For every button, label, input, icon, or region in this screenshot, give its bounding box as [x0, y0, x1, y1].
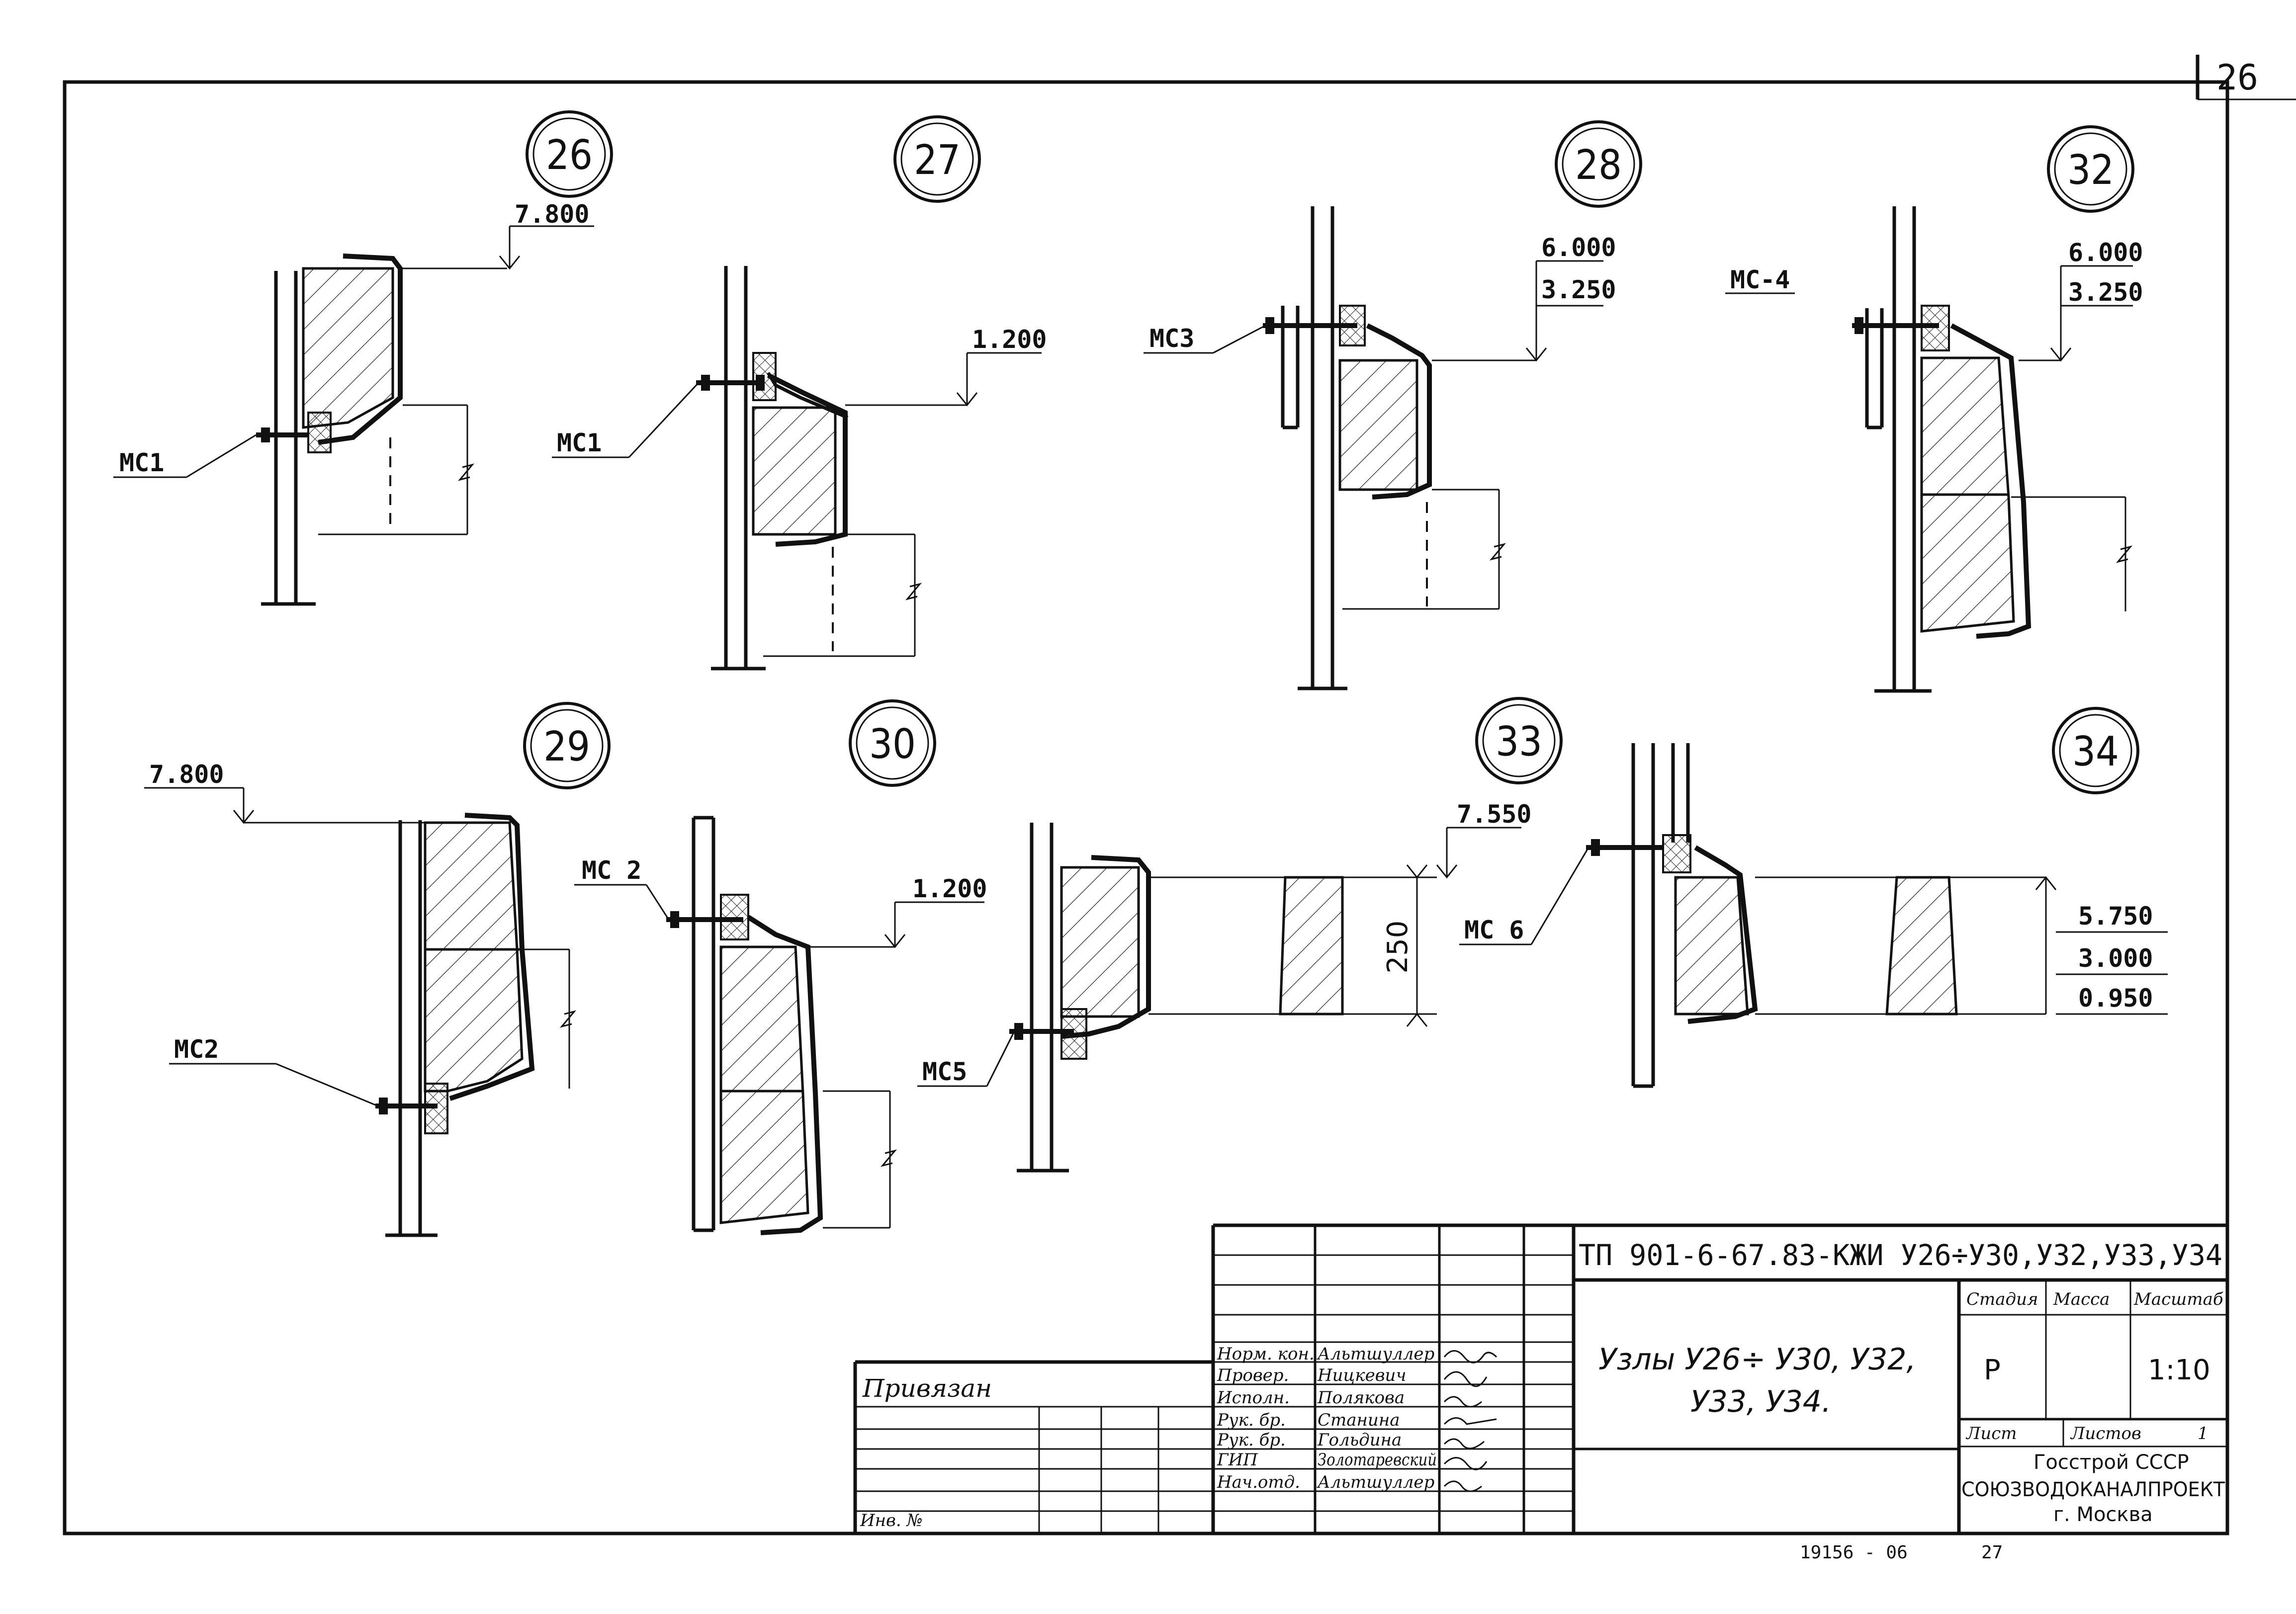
role-7: Нач.отд.: [1217, 1472, 1300, 1492]
level-34a: 5.750: [2078, 902, 2153, 931]
connector-32: МС-4: [1730, 265, 1790, 294]
stage-value: Р: [1984, 1354, 2001, 1386]
scale-value: 1:10: [2148, 1354, 2210, 1386]
page-number: 27: [1981, 1542, 2003, 1563]
org-line-1: Госстрой СССР: [2033, 1451, 2189, 1474]
level-27: 1.200: [972, 325, 1047, 354]
connector-30b: МС5: [922, 1057, 967, 1086]
sheet-number: 26: [2216, 57, 2258, 98]
sheet-label: Лист: [1965, 1424, 2017, 1444]
detail-node-27: 27 1.200 МС1: [552, 115, 1047, 671]
org-line-2: СОЮЗВОДОКАНАЛПРОЕКТ: [1961, 1478, 2225, 1501]
node-label-26: 26: [546, 132, 593, 179]
scale-label: Масштаб: [2133, 1289, 2223, 1309]
role-4: Рук. бр.: [1217, 1410, 1286, 1430]
level-34c: 0.950: [2078, 984, 2153, 1013]
node-label-27: 27: [914, 137, 961, 184]
name-7: Альтшуллер: [1317, 1472, 1434, 1492]
stage-label: Стадия: [1966, 1289, 2038, 1309]
detail-node-33: 33 250 7.550 МС5: [917, 697, 1563, 1173]
level-29: 7.800: [149, 760, 224, 789]
org-line-3: г. Москва: [2053, 1503, 2153, 1526]
node-label-34: 34: [2072, 728, 2119, 775]
level-32a: 6.000: [2068, 238, 2143, 267]
signatures: [1443, 1350, 1498, 1492]
name-4: Станина: [1318, 1410, 1400, 1430]
name-1: Альтшуллер: [1317, 1344, 1434, 1364]
role-3: Исполн.: [1217, 1388, 1290, 1408]
role-1: Норм. кон.: [1217, 1344, 1315, 1364]
level-34b: 3.000: [2078, 944, 2153, 973]
archive-number: 19156 - 06: [1800, 1542, 1908, 1563]
connector-33: МС 6: [1464, 916, 1524, 944]
title-block: ТП 901-6-67.83-КЖИ У26÷У30,У32,У33,У34 У…: [853, 1223, 2227, 1533]
connector-26: МС1: [119, 448, 164, 477]
level-33: 7.550: [1457, 800, 1532, 829]
title-line-1: Узлы У26÷ У30, У32,: [1598, 1342, 1916, 1377]
detail-node-26: 26 7.800 МС1: [113, 110, 613, 606]
level-30: 1.200: [912, 874, 987, 903]
drawing-frame: [63, 80, 2229, 1535]
privyazan-label: Привязан: [862, 1374, 992, 1403]
node-label-29: 29: [543, 723, 590, 770]
detail-node-34: 34 5.750 3.000 0.950 МС 6: [1459, 707, 2168, 1088]
node-label-32: 32: [2067, 147, 2114, 194]
level-28a: 6.000: [1541, 233, 1616, 262]
node-label-30: 30: [869, 721, 916, 768]
drawing-code: ТП 901-6-67.83-КЖИ У26÷У30,У32,У33,У34: [1579, 1238, 2222, 1272]
dimension-250: 250: [1382, 921, 1414, 974]
name-5: Гольдина: [1317, 1430, 1402, 1450]
level-28b: 3.250: [1541, 275, 1616, 304]
role-6: ГИП: [1217, 1450, 1258, 1470]
sheets-value: 1: [2198, 1424, 2208, 1444]
connector-29: МС2: [174, 1035, 219, 1064]
title-line-2: У33, У34.: [1690, 1384, 1831, 1419]
name-6: Золотаревский: [1318, 1450, 1437, 1470]
detail-node-28: 28 6.000 3.250 МС3: [1144, 120, 1642, 690]
sheets-label: Листов: [2070, 1424, 2141, 1444]
connector-30: МС 2: [582, 856, 641, 885]
node-label-28: 28: [1575, 142, 1622, 189]
connector-27: МС1: [557, 428, 602, 457]
detail-node-32: 32 6.000 3.250 МС-4: [1725, 125, 2143, 693]
detail-node-30: 30 1.200 МС 2: [574, 699, 987, 1235]
role-5: Рук. бр.: [1217, 1430, 1286, 1450]
inventory-label: Инв. №: [860, 1511, 923, 1530]
name-2: Ницкевич: [1317, 1365, 1407, 1385]
role-2: Провер.: [1217, 1365, 1289, 1385]
detail-node-29: 29 7.800 МС2: [144, 702, 611, 1237]
node-label-33: 33: [1496, 718, 1542, 765]
level-26: 7.800: [515, 200, 590, 229]
name-3: Полякова: [1317, 1388, 1405, 1408]
mass-label: Масса: [2053, 1289, 2110, 1309]
connector-28: МС3: [1149, 324, 1194, 353]
level-32b: 3.250: [2068, 278, 2143, 307]
signature-table: Норм. кон. Провер. Исполн. Рук. бр. Рук.…: [1217, 1344, 1498, 1492]
